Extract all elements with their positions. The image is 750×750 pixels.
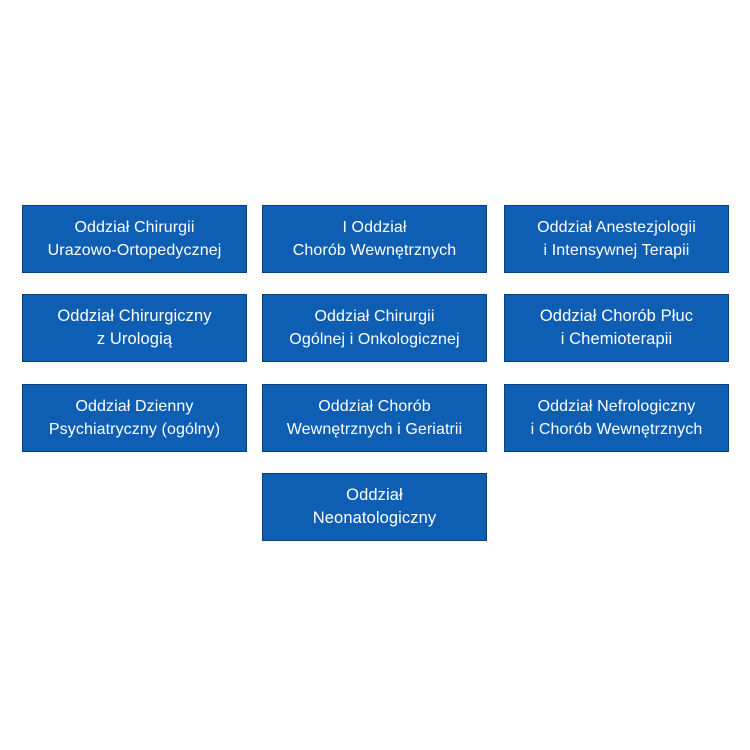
- sign-line-1: Oddział Anestezjologii: [537, 219, 696, 236]
- sign-line-2: Wewnętrznych i Geriatrii: [286, 421, 463, 438]
- sign-urazowo-ortopedyczny[interactable]: Oddział Chirurgii Urazowo-Ortopedycznej: [22, 205, 247, 273]
- sign-line-2: i Chemioterapii: [560, 330, 673, 348]
- sign-line-1: Oddział Chirurgii: [314, 308, 435, 325]
- sign-chorob-pluc[interactable]: Oddział Chorób Płuc i Chemioterapii: [504, 294, 729, 362]
- sign-neonatologiczny[interactable]: Oddział Neonatologiczny: [262, 473, 487, 541]
- sign-line-2: Psychiatryczny (ogólny): [48, 421, 221, 438]
- sign-line-2: Neonatologiczny: [312, 509, 437, 527]
- sign-line-2: i Chorób Wewnętrznych: [530, 421, 703, 438]
- sign-chirurgiczny-urologia[interactable]: Oddział Chirurgiczny z Urologią: [22, 294, 247, 362]
- sign-line-2: z Urologią: [96, 330, 173, 348]
- sign-chorob-wewnetrznych-geriatrii[interactable]: Oddział Chorób Wewnętrznych i Geriatrii: [262, 384, 487, 452]
- sign-line-2: i Intensywnej Terapii: [543, 242, 690, 259]
- sign-line-2: Chorób Wewnętrznych: [292, 242, 457, 259]
- sign-line-1: Oddział Chirurgii: [74, 219, 195, 236]
- sign-line-1: Oddział: [346, 486, 403, 504]
- sign-line-2: Ogólnej i Onkologicznej: [289, 331, 460, 348]
- sign-line-1: Oddział Nefrologiczny: [537, 398, 696, 415]
- sign-i-chorob-wewnetrznych[interactable]: I Oddział Chorób Wewnętrznych: [262, 205, 487, 273]
- sign-line-1: Oddział Chirurgiczny: [57, 307, 212, 325]
- sign-nefrologiczny[interactable]: Oddział Nefrologiczny i Chorób Wewnętrzn…: [504, 384, 729, 452]
- sign-line-1: I Oddział: [342, 219, 407, 236]
- sign-line-1: Oddział Dzienny: [75, 398, 194, 415]
- sign-dzienny-psychiatryczny[interactable]: Oddział Dzienny Psychiatryczny (ogólny): [22, 384, 247, 452]
- sign-line-1: Oddział Chorób Płuc: [539, 307, 694, 325]
- sign-chirurgii-onkologicznej[interactable]: Oddział Chirurgii Ogólnej i Onkologiczne…: [262, 294, 487, 362]
- sign-anestezjologii[interactable]: Oddział Anestezjologii i Intensywnej Ter…: [504, 205, 729, 273]
- sign-line-1: Oddział Chorób: [318, 398, 431, 415]
- sign-line-2: Urazowo-Ortopedycznej: [47, 242, 222, 259]
